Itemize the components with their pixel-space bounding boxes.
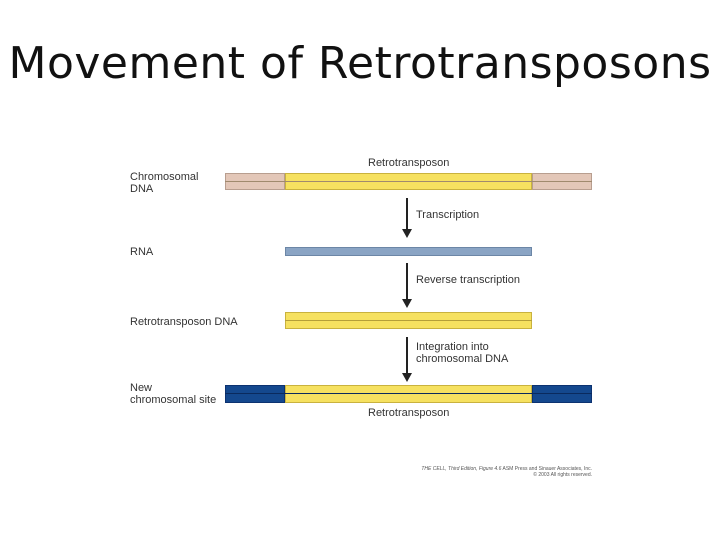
strand-divider xyxy=(285,320,532,321)
chromosomal-dna-strand xyxy=(225,173,592,190)
integrated-retrotransposon xyxy=(285,385,532,403)
label-chromosomal-dna: Chromosomal DNA xyxy=(130,171,199,195)
credit-line1-italic: THE CELL, Third Edition, Figure 4.6 xyxy=(421,466,502,472)
label-retrotransposon-top: Retrotransposon xyxy=(368,157,450,169)
strand-divider xyxy=(225,181,592,182)
arrow-reverse-transcription-head xyxy=(402,299,412,308)
new-site-dna-left xyxy=(225,385,285,403)
figure-credit: THE CELL, Third Edition, Figure 4.6 ASM … xyxy=(420,466,592,478)
step-transcription: Transcription xyxy=(416,209,480,221)
label-new-chromosomal-site: New chromosomal site xyxy=(130,382,217,406)
new-site-strand xyxy=(225,385,592,403)
label-retrotransposon-bottom: Retrotransposon xyxy=(368,407,450,419)
new-site-dna-right xyxy=(532,385,592,403)
retrotransposon-dna-strand xyxy=(285,312,532,329)
arrow-reverse-transcription-line xyxy=(406,263,408,299)
arrow-transcription-line xyxy=(406,198,408,229)
arrow-integration-head xyxy=(402,373,412,382)
step-integration: Integration into chromosomal DNA xyxy=(416,341,509,365)
label-rna: RNA xyxy=(130,246,154,258)
credit-line2: © 2003 All rights reserved. xyxy=(533,472,592,478)
step-reverse-transcription: Reverse transcription xyxy=(416,274,520,286)
arrow-integration-line xyxy=(406,337,408,373)
label-retrotransposon-dna: Retrotransposon DNA xyxy=(130,316,238,328)
strand-divider xyxy=(225,393,592,394)
credit-line1-rest: ASM Press and Sinauer Associates, Inc. xyxy=(501,466,593,472)
slide-title: Movement of Retrotransposons xyxy=(8,38,712,89)
arrow-transcription-head xyxy=(402,229,412,238)
rna-strand xyxy=(285,247,532,256)
